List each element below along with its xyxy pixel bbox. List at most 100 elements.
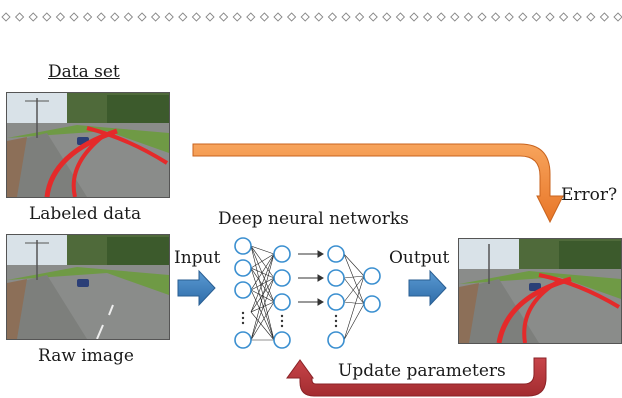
diamond-ornament [110,12,120,22]
diamond-ornament [436,12,446,22]
output-arrow [408,269,447,307]
neuron-node [234,259,252,277]
diamond-ornament [286,12,297,22]
network-edge [343,275,365,341]
diamond-ornament [205,12,215,22]
diamond-ornament [1,12,11,22]
labeled-data-caption: Labeled data [29,204,142,224]
network-edge [250,245,275,341]
network-edge [250,267,275,341]
update-parameters-arrow [286,357,547,397]
diamond-ornament [218,12,229,22]
output-image [458,238,622,344]
error-label: Error? [561,185,618,205]
network-edge [250,301,275,341]
diamond-ornament [504,12,514,22]
diamond-ornament [409,12,419,22]
diamond-ornament [123,12,134,22]
diamond-ornament [450,12,460,22]
diamond-ornament [572,12,582,22]
network-edge [250,253,275,341]
diamond-ornament [246,12,256,22]
neuron-node [327,245,345,263]
input-label: Input [174,248,221,268]
diamond-ornament [341,12,351,22]
network-edge [343,277,365,305]
diamond-ornament [232,12,242,22]
diamond-ornament [477,12,487,22]
neuron-node [234,281,252,299]
diamond-ornament [354,12,365,22]
diamond-ornament [558,12,569,22]
diamond-ornament [599,12,610,22]
layer-arrows [298,250,324,306]
output-label: Output [389,248,450,268]
diamond-ornament [82,12,93,22]
diamond-ornament [273,12,283,22]
network-edge [250,267,275,279]
diamond-ornament [422,12,433,22]
diamond-ornament [96,12,106,22]
network-edge [343,303,365,341]
neuron-node [273,269,291,287]
network-edge [250,267,275,303]
error-arrow [192,143,564,224]
diamond-ornament [28,12,38,22]
diamond-ornament [586,12,596,22]
network-edge [343,301,365,305]
diamond-ornament [490,12,501,22]
network-edge [250,277,275,291]
input-arrow [177,269,216,307]
network-edge [250,253,275,313]
diamond-ornament [314,12,324,22]
raw-image [6,234,170,340]
network-edge [250,277,275,341]
diamond-ornament [191,12,202,22]
diamond-ornament [14,12,25,22]
diamond-ornament [42,12,52,22]
network-edge [343,275,365,279]
neuron-node [273,293,291,311]
diamond-ornament [368,12,378,22]
neuron-node [363,267,381,285]
network-edge [250,277,275,313]
diamond-ornament [545,12,555,22]
network-edge [250,245,275,255]
dnn-title: Deep neural networks [218,209,409,229]
network-edge [343,253,365,305]
neural-network-diagram [234,237,381,349]
decorative-diamond-border [1,12,622,22]
neuron-node [273,245,291,263]
ellipsis-dots [241,311,338,328]
network-edge [343,275,365,303]
diamond-ornament [327,12,338,22]
neuron-node [327,331,345,349]
neuron-node [234,237,252,255]
network-edge [250,301,275,313]
diamond-ornament [69,12,79,22]
diamond-ornament [300,12,310,22]
diamond-ornament [613,12,622,22]
network-edge [343,253,365,277]
network-edge [250,311,275,341]
diamond-ornament [55,12,66,22]
network-edge [250,253,275,291]
network-edge [250,289,275,341]
diamond-ornament [518,12,528,22]
diamond-ornament [259,12,270,22]
neuron-node [327,293,345,311]
raw-image-caption: Raw image [38,346,134,366]
network-edge [250,245,275,303]
network-edge [250,245,275,279]
neuron-node [273,331,291,349]
neuron-node [363,295,381,313]
diamond-ornament [164,12,174,22]
dataset-heading: Data set [48,62,120,82]
diamond-ornament [178,12,188,22]
diamond-ornament [395,12,406,22]
diamond-ornament [531,12,542,22]
diamond-ornament [463,12,474,22]
neuron-node [234,331,252,349]
update-parameters-label: Update parameters [338,361,506,381]
diamond-ornament [137,12,147,22]
